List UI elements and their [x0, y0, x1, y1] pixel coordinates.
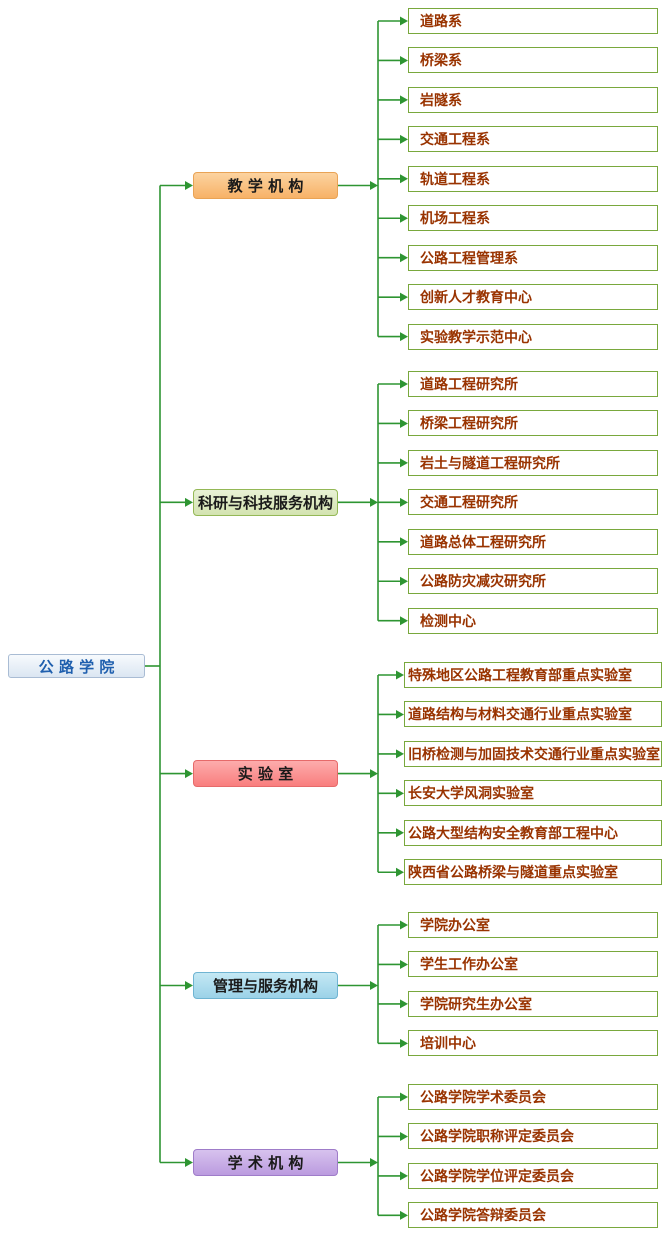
leaf-label: 道路工程研究所 — [420, 377, 518, 393]
leaf-label: 检测中心 — [420, 613, 476, 630]
root-node: 公 路 学 院 — [8, 654, 145, 678]
category-node-4: 管理与服务机构 — [193, 972, 338, 999]
leaf-node: 公路学院职称评定委员会 — [408, 1123, 658, 1150]
category-label: 教 学 机 构 — [227, 177, 304, 195]
leaf-node: 公路学院学术委员会 — [408, 1084, 658, 1110]
category-label: 实 验 室 — [237, 765, 294, 784]
leaf-node: 桥梁工程研究所 — [408, 410, 658, 437]
leaf-label: 公路学院职称评定委员会 — [420, 1129, 574, 1146]
leaf-label: 陕西省公路桥梁与隧道重点实验室 — [408, 865, 618, 882]
category-label: 学 术 机 构 — [227, 1154, 304, 1172]
category-node-3: 实 验 室 — [193, 760, 338, 788]
leaf-node: 公路大型结构安全教育部工程中心 — [404, 819, 662, 846]
leaf-label: 公路大型结构安全教育部工程中心 — [408, 825, 618, 842]
category-label: 管理与服务机构 — [212, 977, 318, 995]
leaf-label: 学院办公室 — [420, 918, 490, 934]
leaf-label: 机场工程系 — [420, 211, 490, 228]
leaf-node: 道路系 — [408, 8, 658, 34]
leaf-node: 实验教学示范中心 — [408, 323, 658, 350]
leaf-label: 实验教学示范中心 — [420, 329, 532, 346]
root-label: 公 路 学 院 — [38, 657, 115, 676]
leaf-node: 学生工作办公室 — [408, 951, 658, 978]
leaf-node: 公路工程管理系 — [408, 244, 658, 271]
leaf-node: 创新人才教育中心 — [408, 284, 658, 311]
category-label: 科研与科技服务机构 — [197, 493, 333, 512]
leaf-label: 交通工程研究所 — [420, 495, 518, 512]
leaf-label: 道路系 — [420, 14, 462, 30]
leaf-label: 公路防灾减灾研究所 — [420, 574, 546, 591]
leaf-node: 交通工程研究所 — [408, 489, 658, 516]
leaf-label: 公路学院答辩委员会 — [420, 1208, 546, 1225]
leaf-node: 培训中心 — [408, 1030, 658, 1057]
leaf-label: 轨道工程系 — [420, 171, 490, 188]
leaf-node: 岩隧系 — [408, 86, 658, 113]
leaf-label: 桥梁工程研究所 — [420, 416, 518, 433]
leaf-label: 道路总体工程研究所 — [420, 534, 546, 551]
leaf-node: 陕西省公路桥梁与隧道重点实验室 — [404, 859, 662, 886]
leaf-node: 道路工程研究所 — [408, 371, 658, 397]
leaf-label: 公路工程管理系 — [420, 250, 518, 267]
leaf-node: 长安大学风洞实验室 — [404, 780, 662, 807]
leaf-node: 学院办公室 — [408, 912, 658, 938]
category-node-2: 科研与科技服务机构 — [193, 488, 338, 516]
leaf-node: 道路总体工程研究所 — [408, 528, 658, 555]
leaf-label: 旧桥检测与加固技术交通行业重点实验室 — [408, 746, 660, 763]
leaf-node: 旧桥检测与加固技术交通行业重点实验室 — [404, 740, 662, 767]
leaf-node: 公路防灾减灾研究所 — [408, 568, 658, 595]
category-node-1: 教 学 机 构 — [193, 172, 338, 199]
leaf-node: 特殊地区公路工程教育部重点实验室 — [404, 662, 662, 688]
leaf-label: 公路学院学术委员会 — [420, 1090, 546, 1106]
leaf-node: 桥梁系 — [408, 47, 658, 74]
leaf-node: 机场工程系 — [408, 205, 658, 232]
leaf-label: 交通工程系 — [420, 132, 490, 149]
category-node-5: 学 术 机 构 — [193, 1149, 338, 1176]
leaf-label: 学院研究生办公室 — [420, 996, 532, 1013]
leaf-node: 检测中心 — [408, 607, 658, 634]
leaf-label: 培训中心 — [420, 1036, 476, 1053]
leaf-node: 学院研究生办公室 — [408, 990, 658, 1017]
leaf-node: 道路结构与材料交通行业重点实验室 — [404, 701, 662, 728]
leaf-node: 公路学院答辩委员会 — [408, 1202, 658, 1229]
leaf-node: 公路学院学位评定委员会 — [408, 1162, 658, 1189]
leaf-node: 轨道工程系 — [408, 165, 658, 192]
leaf-label: 桥梁系 — [420, 53, 462, 70]
leaf-label: 学生工作办公室 — [420, 957, 518, 974]
leaf-node: 交通工程系 — [408, 126, 658, 153]
leaf-node: 岩土与隧道工程研究所 — [408, 449, 658, 476]
leaf-label: 长安大学风洞实验室 — [408, 786, 534, 803]
leaf-label: 道路结构与材料交通行业重点实验室 — [408, 707, 632, 724]
leaf-label: 岩土与隧道工程研究所 — [420, 455, 560, 472]
leaf-label: 创新人才教育中心 — [420, 290, 532, 307]
leaf-label: 岩隧系 — [420, 92, 462, 109]
leaf-label: 特殊地区公路工程教育部重点实验室 — [408, 668, 632, 684]
leaf-label: 公路学院学位评定委员会 — [420, 1168, 574, 1185]
